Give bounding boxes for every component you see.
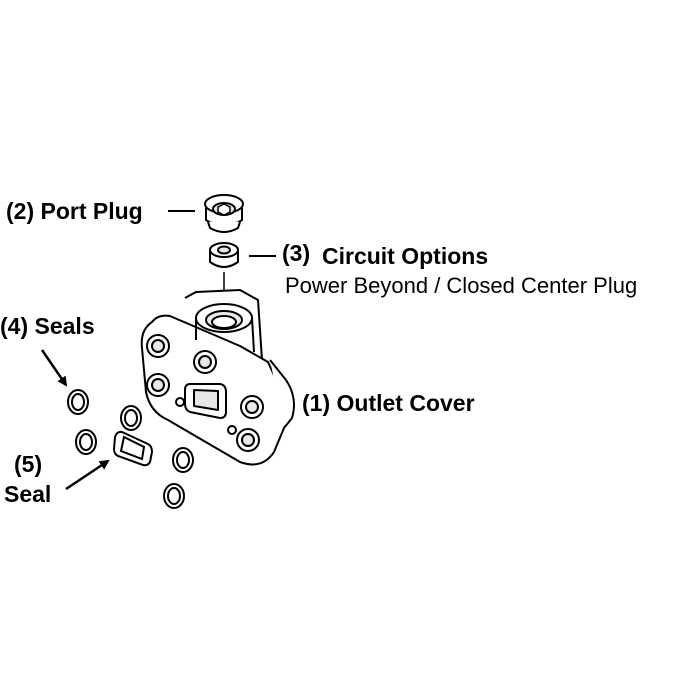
rectangular-seal-part — [112, 430, 154, 467]
seal-number-label: (5) — [14, 451, 43, 477]
seals-part — [67, 389, 194, 509]
seals-label: (4) Seals — [0, 313, 95, 339]
circuit-options-number: (3) — [282, 240, 311, 266]
seal-arrow — [65, 459, 110, 491]
seal-label: Seal — [4, 481, 52, 507]
outlet-cover-part — [140, 289, 295, 466]
circuit-options-subtitle: Power Beyond / Closed Center Plug — [285, 273, 638, 298]
port-plug-part — [204, 194, 244, 233]
seals-arrow — [40, 349, 68, 387]
port-plug-label: (2) Port Plug — [6, 198, 143, 224]
circuit-options-title: Circuit Options — [322, 243, 489, 269]
circuit-plug-part — [209, 242, 239, 268]
outlet-cover-label: (1) Outlet Cover — [302, 390, 475, 416]
